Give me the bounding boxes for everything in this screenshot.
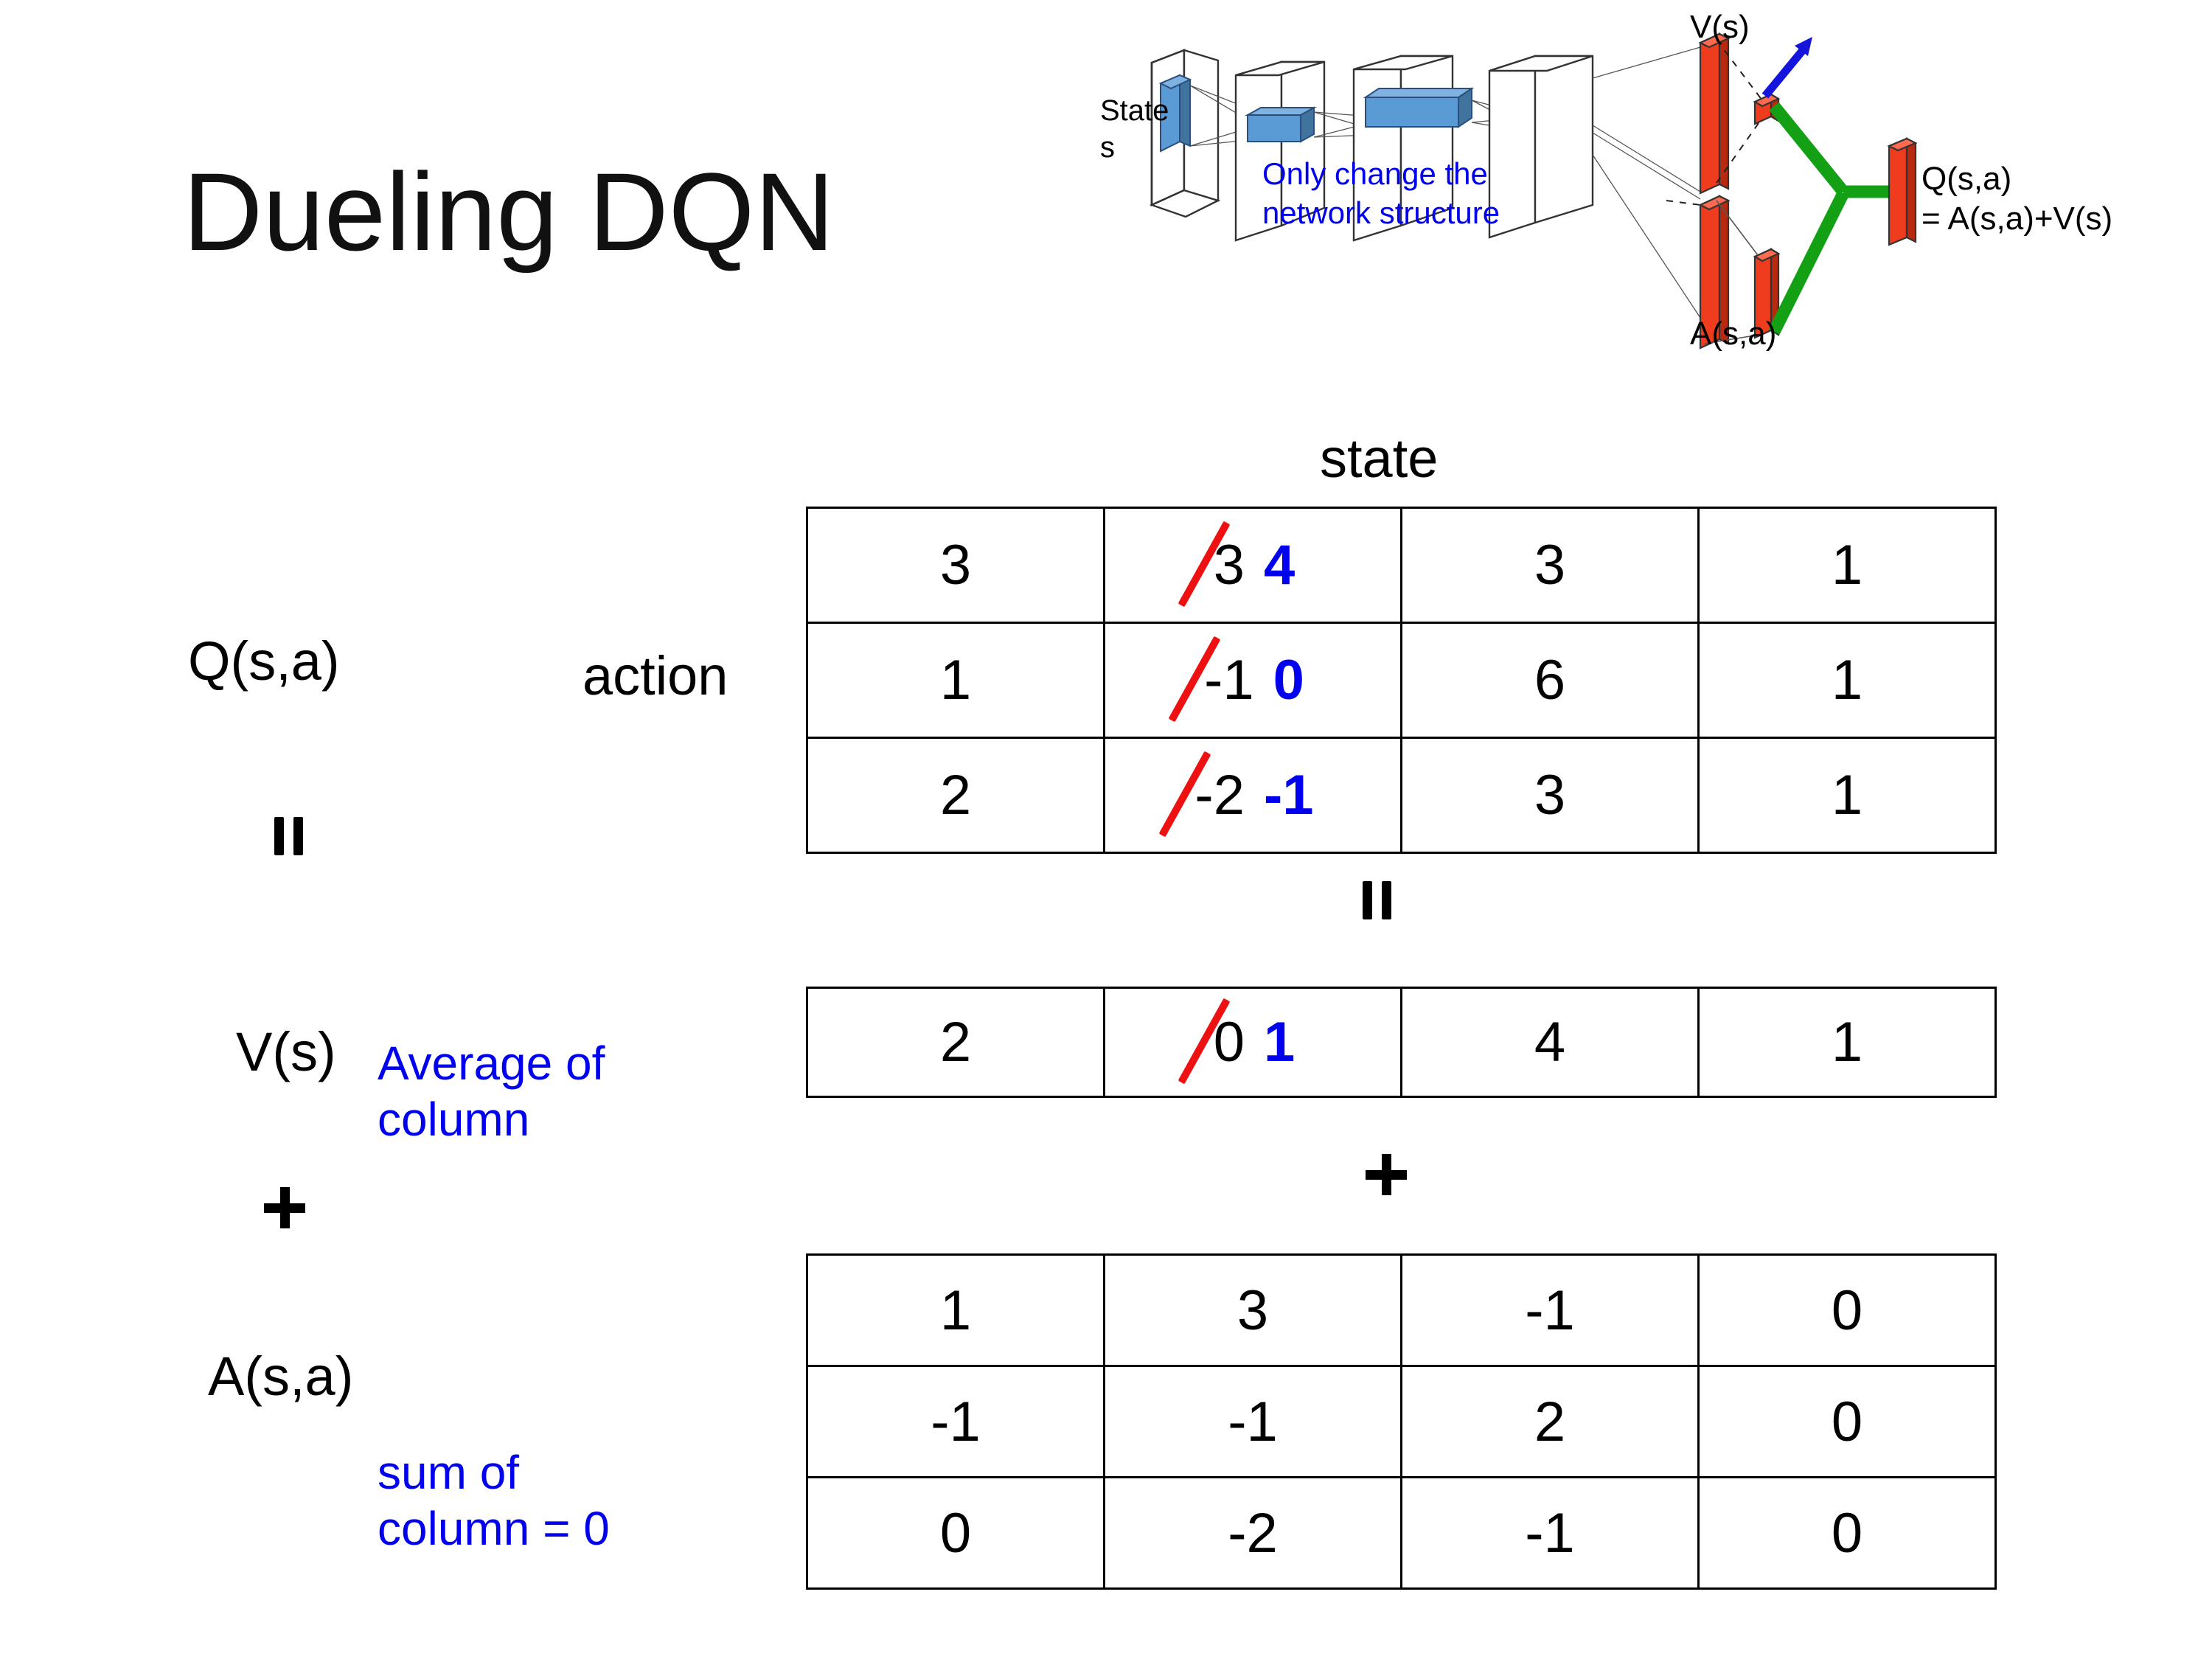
dueling-network-diagram: State s Only change the network structur… xyxy=(1100,7,2197,406)
action-axis-label: action xyxy=(582,645,728,706)
a-cell-r1c3: 0 xyxy=(1697,1365,1997,1478)
plus-sign-middle xyxy=(1366,1154,1407,1195)
a-cell-r2c2: -1 xyxy=(1400,1476,1700,1590)
q-cell-r2c1: -2 -1 xyxy=(1103,737,1402,854)
v-output-label: V(s) xyxy=(1690,9,1750,45)
q-cell-r2c3: 1 xyxy=(1697,737,1997,854)
new-value: 4 xyxy=(1264,534,1295,597)
new-value: 1 xyxy=(1264,1011,1295,1074)
state-sub-label: s xyxy=(1100,131,1115,164)
network-architecture-svg xyxy=(1149,32,1918,349)
equals-sign-middle xyxy=(1363,881,1397,919)
q-table-label: Q(s,a) xyxy=(188,630,340,692)
q-cell-r1c1: -1 0 xyxy=(1103,622,1402,739)
q-cell-r0c3: 1 xyxy=(1697,507,1997,624)
a-cell-r0c1: 3 xyxy=(1103,1253,1402,1367)
q-cell-r0c0: 3 xyxy=(806,507,1105,624)
q-cell-r2c0: 2 xyxy=(806,737,1105,854)
v-table-label: V(s) xyxy=(236,1021,336,1082)
q-cell-r1c2: 6 xyxy=(1400,622,1700,739)
v-cell-r0c2: 4 xyxy=(1400,987,1700,1098)
struck-old-value: 0 xyxy=(1211,1010,1248,1074)
a-cell-r0c0: 1 xyxy=(806,1253,1105,1367)
new-value: 0 xyxy=(1273,649,1304,712)
table-row: 0 -2 -1 0 xyxy=(806,1476,1997,1590)
table-row: -1 -1 2 0 xyxy=(806,1365,1997,1478)
a-cell-r1c1: -1 xyxy=(1103,1365,1402,1478)
table-row: 1 -1 0 6 1 xyxy=(806,622,1997,739)
a-cell-r1c0: -1 xyxy=(806,1365,1105,1478)
q-formula-label: = A(s,a)+V(s) xyxy=(1921,201,2113,237)
a-output-label: A(s,a) xyxy=(1690,316,1777,352)
table-row: 1 3 -1 0 xyxy=(806,1253,1997,1367)
state-label: State xyxy=(1100,94,1169,127)
a-cell-r2c3: 0 xyxy=(1697,1476,1997,1590)
a-table-label: A(s,a) xyxy=(208,1346,354,1407)
struck-old-value: -1 xyxy=(1201,648,1257,712)
a-cell-r0c3: 0 xyxy=(1697,1253,1997,1367)
a-cell-r1c2: 2 xyxy=(1400,1365,1700,1478)
state-axis-label: state xyxy=(1320,428,1439,489)
a-cell-r2c1: -2 xyxy=(1103,1476,1402,1590)
table-row: 2 -2 -1 3 1 xyxy=(806,737,1997,854)
v-cell-r0c0: 2 xyxy=(806,987,1105,1098)
new-value: -1 xyxy=(1264,764,1314,827)
plus-sign-left xyxy=(264,1187,305,1228)
equals-sign-left xyxy=(274,817,308,855)
q-cell-r1c0: 1 xyxy=(806,622,1105,739)
a-advantage-table: 1 3 -1 0 -1 -1 2 0 0 -2 -1 0 xyxy=(806,1253,1997,1590)
v-cell-r0c3: 1 xyxy=(1697,987,1997,1098)
q-cell-r1c3: 1 xyxy=(1697,622,1997,739)
q-cell-r0c2: 3 xyxy=(1400,507,1700,624)
q-cell-r2c2: 3 xyxy=(1400,737,1700,854)
network-note: Only change the network structure xyxy=(1262,156,1500,230)
struck-old-value: -2 xyxy=(1192,763,1248,827)
page-title: Dueling DQN xyxy=(183,150,835,274)
a-cell-r0c2: -1 xyxy=(1400,1253,1700,1367)
average-of-column-annotation: Average of column xyxy=(378,1037,605,1146)
sum-of-column-annotation: sum of column = 0 xyxy=(378,1446,610,1555)
a-cell-r2c0: 0 xyxy=(806,1476,1105,1590)
q-output-label: Q(s,a) xyxy=(1921,161,2012,197)
struck-old-value: 3 xyxy=(1211,533,1248,597)
